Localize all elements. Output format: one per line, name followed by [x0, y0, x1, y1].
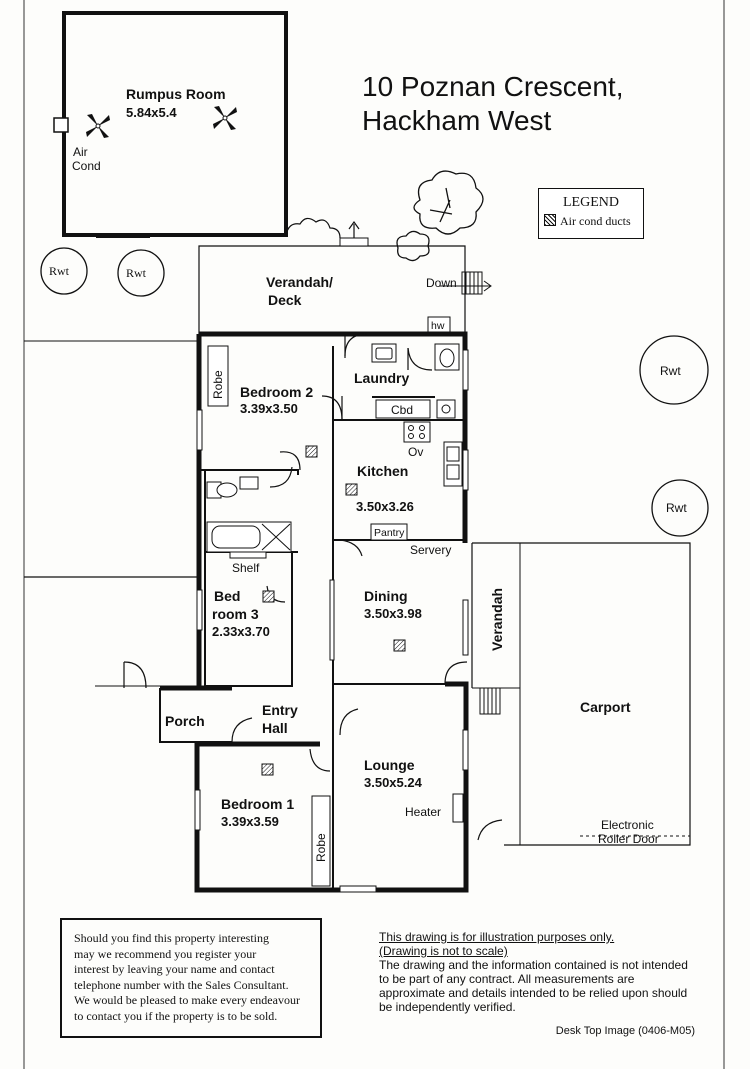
bedroom-1-label: Bedroom 1 — [221, 796, 294, 812]
rwt-label: Rwt — [660, 364, 681, 378]
legend-item: Air cond ducts — [544, 214, 643, 229]
rwt-label: Rwt — [666, 501, 687, 515]
air-cond-duct-icon — [544, 214, 556, 226]
hot-water-label: hw — [431, 320, 445, 332]
lounge: Lounge 3.50x5.24 Heater — [364, 757, 464, 823]
legend-heading: LEGEND — [563, 195, 619, 210]
kitchen-label: Kitchen — [357, 463, 408, 479]
tree-icon — [396, 170, 484, 262]
air-cond-label-2: Cond — [72, 159, 101, 173]
verandah-deck-label-2: Deck — [268, 292, 302, 308]
roller-door-label-2: Roller Door — [598, 832, 659, 846]
air-cond-duct-icon — [262, 590, 275, 603]
rumpus-room-size: 5.84x5.4 — [126, 105, 177, 120]
laundry: Laundry Cbd — [354, 343, 460, 419]
cupboard-label: Cbd — [391, 403, 413, 417]
notice-line: interest by leaving your name and contac… — [74, 962, 275, 976]
verandah-deck-label-1: Verandah/ — [266, 274, 333, 290]
dining: Dining 3.50x3.98 — [364, 588, 422, 652]
address-line-1: 10 Poznan Crescent, — [362, 71, 624, 102]
notice-line: telephone number with the Sales Consulta… — [74, 977, 289, 992]
disclaimer-body: The drawing and the information containe… — [379, 958, 688, 1014]
legend-item-label: Air cond ducts — [560, 214, 631, 228]
robe-label: Robe — [211, 370, 225, 399]
porch-label: Porch — [165, 713, 205, 729]
bedroom-2: Robe Bedroom 2 3.39x3.50 — [207, 345, 318, 458]
legend: LEGEND Air cond ducts — [538, 188, 644, 239]
air-cond-duct-icon — [345, 483, 358, 496]
entry-hall-label-1: Entry — [262, 702, 298, 718]
bedroom-3-size: 2.33x3.70 — [212, 624, 270, 639]
verandah-deck: Verandah/ Deck Down hw — [198, 220, 492, 334]
bedroom-1-size: 3.39x3.59 — [221, 814, 279, 829]
bedroom-2-label: Bedroom 2 — [240, 384, 313, 400]
bathroom: Shelf — [206, 476, 292, 575]
notice-line: may we recommend you register your — [74, 946, 257, 961]
disclaimer: This drawing is for illustration purpose… — [379, 930, 699, 1038]
rumpus-room: Rumpus Room 5.84x5.4 Air Cond — [53, 11, 288, 238]
notice-line: Should you find this property interestin… — [74, 931, 269, 945]
robe-label: Robe — [314, 833, 328, 862]
rainwater-tank: Rwt — [40, 247, 88, 295]
rwt-label: Rwt — [126, 266, 147, 280]
bedroom-2-size: 3.39x3.50 — [240, 401, 298, 416]
interest-notice: Should you find this property interestin… — [60, 918, 322, 1038]
entry-hall: Entry Hall — [262, 702, 298, 736]
air-cond-duct-icon — [393, 639, 406, 652]
windows — [194, 349, 469, 893]
oven-label: Ov — [408, 445, 423, 459]
shrub-icon — [285, 217, 341, 239]
ceiling-fan-icon — [86, 114, 110, 138]
bedroom-3-label-1: Bed — [214, 588, 240, 604]
entry-hall-label-2: Hall — [262, 720, 288, 736]
kitchen: Ov Kitchen 3.50x3.26 Pantry Servery — [345, 421, 463, 557]
verandah-label: Verandah — [489, 588, 505, 651]
disclaimer-heading: This drawing is for illustration purpose… — [379, 930, 615, 944]
notice-line: We would be pleased to make every endeav… — [74, 993, 300, 1007]
air-cond-unit — [53, 117, 69, 133]
carport-label: Carport — [580, 699, 631, 715]
door-swings — [123, 333, 503, 841]
carport: Verandah Carport Electronic Roller Door — [471, 542, 691, 846]
rainwater-tank: Rwt — [117, 249, 165, 297]
roller-door-label-1: Electronic — [601, 818, 654, 832]
bedroom-3-label-2: room 3 — [212, 606, 259, 622]
servery-label: Servery — [410, 543, 451, 557]
bedroom-3: Bed room 3 2.33x3.70 — [212, 588, 275, 639]
rwt-label: Rwt — [49, 264, 70, 278]
lounge-size: 3.50x5.24 — [364, 775, 423, 790]
bedroom-1: Bedroom 1 3.39x3.59 Robe — [221, 763, 331, 887]
address-line-2: Hackham West — [362, 105, 552, 136]
air-cond-label-1: Air — [73, 145, 88, 159]
kitchen-size: 3.50x3.26 — [356, 499, 414, 514]
shelf-label: Shelf — [232, 561, 260, 575]
rainwater-tank: Rwt — [639, 335, 709, 405]
image-reference: Desk Top Image (0406-M05) — [555, 1025, 695, 1037]
porch: Porch — [165, 713, 205, 729]
pantry-label: Pantry — [374, 527, 405, 539]
dining-size: 3.50x3.98 — [364, 606, 422, 621]
notice-line: to contact you if the property is to be … — [74, 1008, 278, 1023]
down-label: Down — [426, 276, 457, 290]
disclaimer-scale-note: (Drawing is not to scale) — [379, 944, 508, 958]
heater-label: Heater — [405, 805, 441, 819]
rainwater-tank: Rwt — [651, 479, 709, 537]
air-cond-duct-icon — [261, 763, 274, 776]
property-address: 10 Poznan Crescent, Hackham West — [362, 70, 624, 138]
ceiling-fan-icon — [213, 106, 237, 130]
rumpus-room-label: Rumpus Room — [126, 86, 226, 102]
air-cond-duct-icon — [305, 445, 318, 458]
dining-label: Dining — [364, 588, 408, 604]
lounge-label: Lounge — [364, 757, 415, 773]
laundry-label: Laundry — [354, 370, 409, 386]
